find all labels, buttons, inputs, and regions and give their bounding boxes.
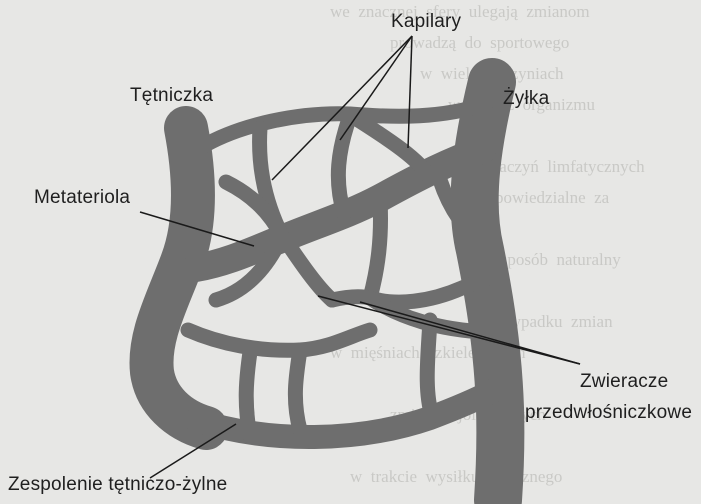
label-zespolenie: Zespolenie tętniczo-żylne xyxy=(8,474,227,496)
label-zwieracze: Zwieracze xyxy=(580,371,668,393)
label-przedwlosniczkowe: przedwłośniczkowe xyxy=(525,402,692,424)
label-metateriola: Metateriola xyxy=(34,187,130,209)
label-kapilary: Kapilary xyxy=(391,11,461,33)
leader-kapilary-3 xyxy=(408,36,412,148)
label-zylka: Żyłka xyxy=(503,88,549,110)
label-tetniczka: Tętniczka xyxy=(130,85,213,107)
